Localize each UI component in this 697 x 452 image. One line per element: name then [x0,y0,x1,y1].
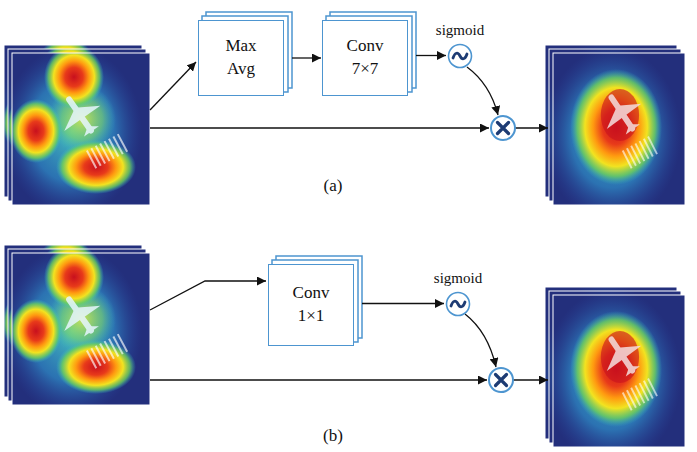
sigmoid-node: sigmoid [428,22,492,69]
function-label: sigmoid [428,22,492,39]
sigmoid-node: sigmoid [426,270,490,317]
box-stack-layers [202,12,416,342]
output-feature-map [535,39,685,223]
flow-arrow [362,303,444,304]
flow-arrow [416,55,446,56]
box-label: Max Avg [225,35,256,81]
sigmoid-symbol [445,291,471,317]
input-feature-map [0,237,150,416]
sigmoid-symbol [447,43,473,69]
flow-arrow [292,57,321,58]
output-feature-map [535,281,685,452]
multiply-symbol [491,116,515,140]
multiply-symbol [489,368,513,392]
panel-caption: (a) [324,176,343,196]
box-label: Conv 7×7 [347,35,384,81]
input-feature-map [0,37,150,216]
process-box: Conv 1×1 [268,264,354,346]
panel-caption: (b) [323,426,343,446]
box-label: Conv 1×1 [293,282,330,328]
flow-wires [150,62,548,380]
process-box: Max Avg [198,20,284,96]
function-label: sigmoid [426,270,490,287]
process-box: Conv 7×7 [322,20,408,96]
